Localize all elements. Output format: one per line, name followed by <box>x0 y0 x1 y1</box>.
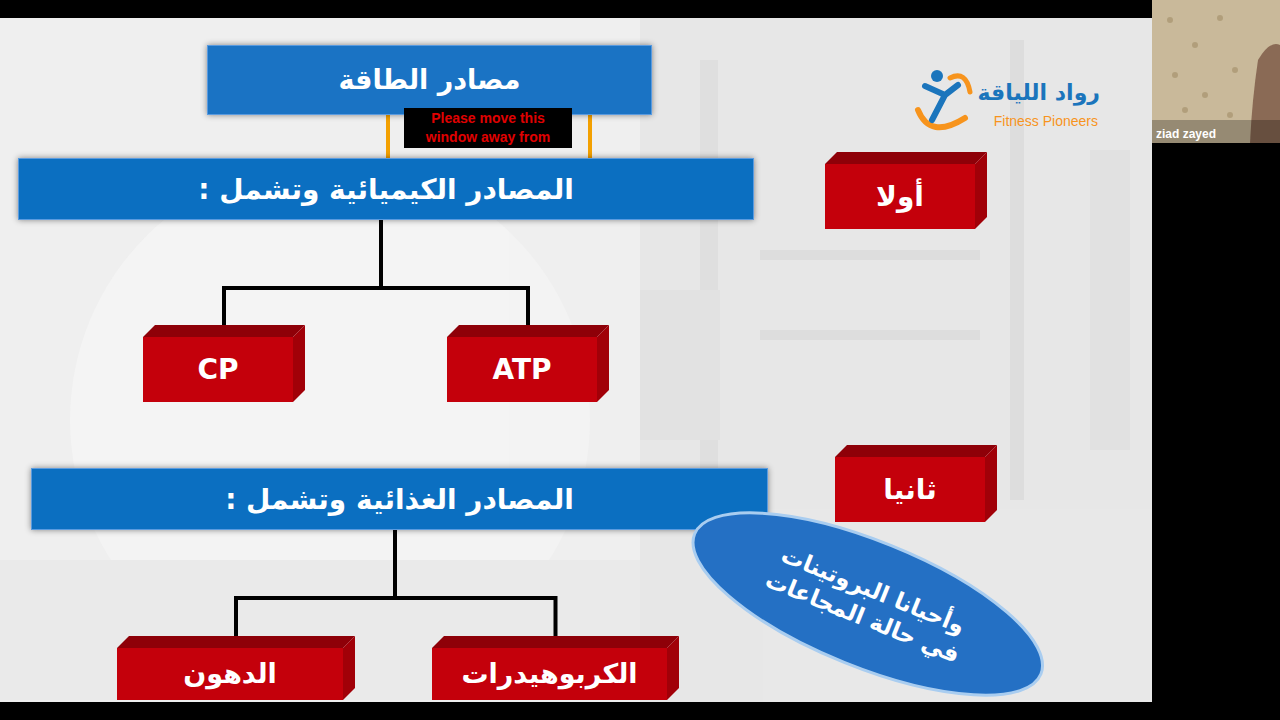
text-area: مصادر الطاقة <box>208 46 651 114</box>
title-band: مصادر الطاقة <box>207 45 652 115</box>
text-area: الدهون <box>117 648 343 700</box>
note-text: وأحيانا البروتينات في حالة المجاعات <box>741 531 994 678</box>
tree-connector <box>236 530 395 636</box>
text-area: المصادر الغذائية وتشمل : <box>32 469 767 529</box>
node-label: المصادر الغذائية وتشمل : <box>225 482 574 517</box>
box-side <box>343 636 355 700</box>
source-box: ATP <box>447 325 609 402</box>
node-label: CP <box>197 352 238 387</box>
node-label: ATP <box>492 352 551 387</box>
box-side <box>975 152 987 229</box>
text-area: ثانيا <box>835 457 985 522</box>
box-top <box>117 636 355 648</box>
text-area: أولا <box>825 164 975 229</box>
box-front <box>825 164 975 229</box>
webcam-thumbnail <box>1152 0 1280 143</box>
source-box: CP <box>143 325 305 402</box>
logo-icon <box>918 70 970 127</box>
text-area: المصادر الكيميائية وتشمل : <box>19 159 753 219</box>
box-front <box>835 457 985 522</box>
tree-connector <box>224 220 381 325</box>
box-front <box>432 648 667 700</box>
box-top <box>825 152 987 164</box>
text-area: الكربوهيدرات <box>432 648 667 700</box>
side-panel <box>1152 0 1280 720</box>
node-label: المصادر الكيميائية وتشمل : <box>198 172 574 207</box>
source-box: الدهون <box>117 636 355 700</box>
logo-english: Fitness Pioneers <box>994 113 1098 129</box>
box-top <box>432 636 679 648</box>
notice-frame <box>388 100 590 165</box>
category-band: المصادر الكيميائية وتشمل : <box>18 158 754 220</box>
node-label: الدهون <box>183 657 277 691</box>
tree-connector <box>395 530 556 636</box>
node-label: ثانيا <box>883 472 936 507</box>
logo-english-holder: Fitness Pioneers <box>994 112 1098 130</box>
box-front <box>447 337 597 402</box>
tree-connector <box>381 220 528 325</box>
node-label: أولا <box>876 179 924 214</box>
box-side <box>597 325 609 402</box>
step-box: أولا <box>825 152 987 229</box>
participant-name-holder: ziad zayed <box>1156 124 1216 142</box>
window-notice: Please move this window away from <box>404 108 572 148</box>
ellipse-fill <box>671 476 1065 720</box>
box-side <box>985 445 997 522</box>
category-band: المصادر الغذائية وتشمل : <box>31 468 768 530</box>
logo-arabic: رواد اللياقة <box>977 80 1100 105</box>
bottom-bar <box>0 702 1280 720</box>
logo-arabic-holder: رواد اللياقة <box>977 80 1100 105</box>
participant-name: ziad zayed <box>1156 127 1216 141</box>
node-label: الكربوهيدرات <box>461 657 637 691</box>
box-side <box>667 636 679 700</box>
box-side <box>293 325 305 402</box>
window-notice-holder: Please move this window away from <box>404 108 572 148</box>
box-top <box>143 325 305 337</box>
box-top <box>835 445 997 457</box>
step-box: ثانيا <box>835 445 997 522</box>
text-area: ATP <box>447 337 597 402</box>
box-top <box>447 325 609 337</box>
text-area: CP <box>143 337 293 402</box>
box-front <box>143 337 293 402</box>
node-label: مصادر الطاقة <box>338 63 520 97</box>
box-front <box>117 648 343 700</box>
source-box: الكربوهيدرات <box>432 636 679 700</box>
